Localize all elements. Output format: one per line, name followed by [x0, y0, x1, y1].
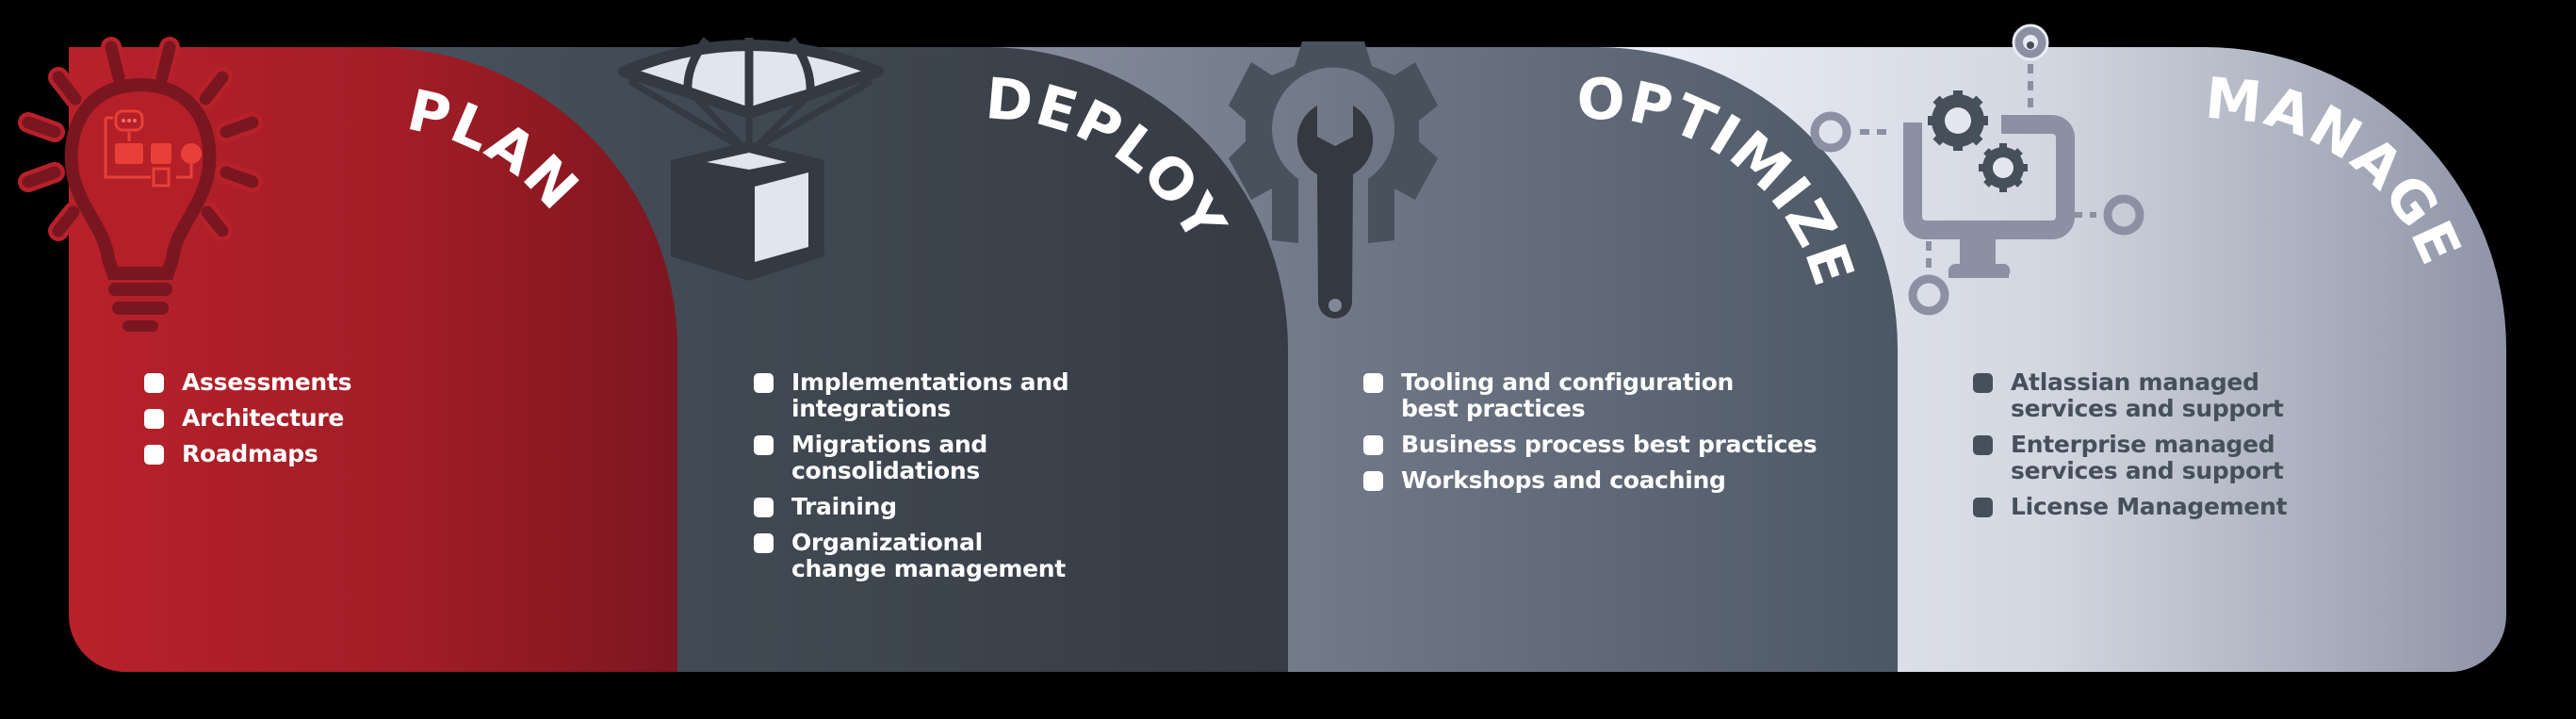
bullet-icon: [144, 445, 164, 465]
list-item: License Management: [1973, 494, 2293, 520]
list-item: Implementations and integrations: [754, 369, 1074, 422]
deploy-item-list: Implementations and integrations Migrati…: [754, 369, 1074, 592]
list-item: Business process best practices: [1363, 432, 1834, 458]
optimize-item-list: Tooling and configuration best practices…: [1363, 369, 1834, 503]
bullet-icon: [754, 373, 774, 393]
list-item: Training: [754, 494, 1074, 520]
monitor-gears-network-icon: [1810, 24, 2144, 316]
bullet-icon: [1973, 435, 1993, 455]
bullet-icon: [1363, 373, 1383, 393]
parachute-box-icon: [618, 37, 884, 281]
bullet-icon: [1973, 373, 1993, 393]
bullet-icon: [1363, 471, 1383, 491]
lightbulb-flowchart-icon: [18, 37, 263, 332]
bullet-icon: [1973, 498, 1993, 517]
bullet-icon: [1363, 435, 1383, 455]
list-item: Migrations and consolidations: [754, 432, 1074, 484]
plan-item-list: Assessments Architecture Roadmaps: [144, 369, 351, 477]
list-item: Atlassian managed services and support: [1973, 369, 2293, 422]
bullet-icon: [754, 435, 774, 455]
list-item: Architecture: [144, 405, 351, 432]
list-item: Organizational change management: [754, 530, 1074, 582]
bullet-icon: [754, 498, 774, 517]
list-item: Tooling and configuration best practices: [1363, 369, 1759, 422]
plan-column: [69, 47, 677, 672]
bullet-icon: [144, 409, 164, 429]
manage-item-list: Atlassian managed services and support E…: [1973, 369, 2293, 530]
bullet-icon: [754, 533, 774, 553]
gear-wrench-icon: [1229, 41, 1438, 319]
list-item: Assessments: [144, 369, 351, 396]
list-item: Roadmaps: [144, 441, 351, 467]
bullet-icon: [144, 373, 164, 393]
list-item: Workshops and coaching: [1363, 467, 1834, 494]
list-item: Enterprise managed services and support: [1973, 432, 2293, 484]
